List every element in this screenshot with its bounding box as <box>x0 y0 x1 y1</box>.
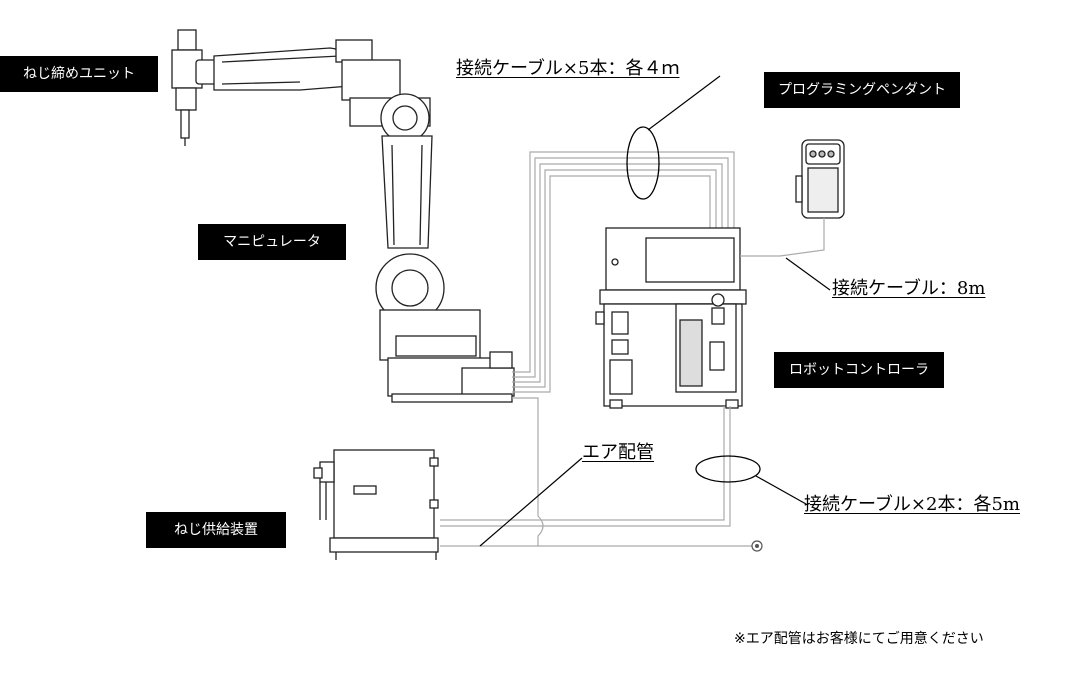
air-piping-leader <box>479 457 583 547</box>
cable-pendant-leader <box>785 257 831 291</box>
cable-bundle-5 <box>512 151 735 393</box>
label-programming-pendant: プログラミングペンダント <box>764 72 960 108</box>
cable-bundle-marker <box>626 126 660 200</box>
screw-feeder-drawing <box>313 449 439 560</box>
callout-cable-pendant: 接続ケーブル：8m <box>832 278 986 299</box>
label-screw-feeder: ねじ供給装置 <box>146 512 286 548</box>
air-piping <box>440 397 752 547</box>
controller-drawing <box>595 227 747 409</box>
label-screw-unit: ねじ締めユニット <box>0 56 158 92</box>
manipulator-drawing <box>171 29 515 403</box>
cable-2-leader <box>755 475 807 505</box>
cable-bundle-2-marker <box>695 455 761 483</box>
label-manipulator: マニピュレータ <box>198 224 346 260</box>
pendant-drawing <box>795 139 845 219</box>
callout-cable-5: 接続ケーブル×5本：各４ｍ <box>456 58 680 79</box>
callout-air-piping: エア配管 <box>582 442 654 463</box>
pendant-cable <box>740 218 825 257</box>
label-robot-controller: ロボットコントローラ <box>774 352 944 388</box>
callout-cable-2: 接続ケーブル×2本：各5m <box>804 494 1020 515</box>
cable-5-leader <box>647 75 721 131</box>
cable-bundle-2 <box>440 406 731 527</box>
footnote: ※エア配管はお客様にてご用意ください <box>734 631 984 647</box>
